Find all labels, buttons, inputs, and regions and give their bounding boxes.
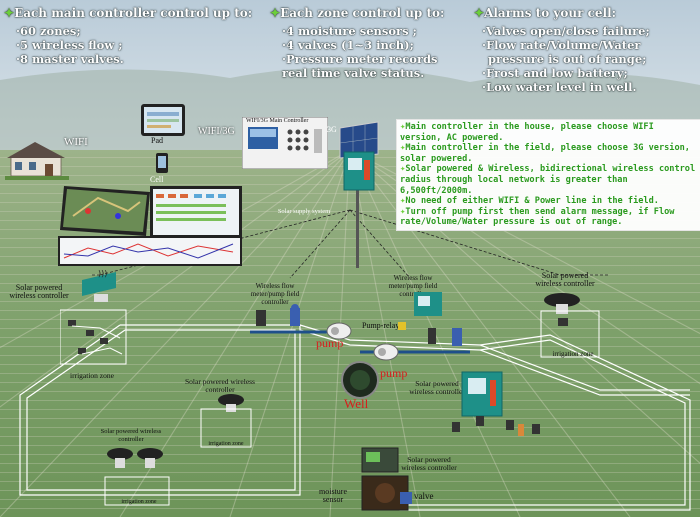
solar-supply-system (339, 121, 379, 268)
note-item: ✦Main controller in the field, please ch… (400, 143, 690, 164)
right-solar-controller (544, 293, 580, 314)
bottom-controller-label: Solar powered wireless controller (401, 455, 457, 472)
cell-label: Cell (150, 175, 164, 184)
note-item: ✦Turn off pump first then send alarm mes… (400, 206, 675, 228)
pump-icon (326, 322, 352, 340)
controller-item: ·60 zones; (16, 24, 81, 38)
tablet-icon (141, 104, 185, 136)
left-solar-controller: ))) (82, 269, 116, 302)
mid-controller-label: Solar powered wireless controller (185, 377, 255, 394)
leaf-icon: ✦ (400, 143, 406, 154)
leaf-icon: ✦ (400, 206, 406, 217)
right-mid-controller (461, 371, 503, 417)
house-icon (5, 142, 69, 180)
pump-icon (373, 343, 399, 361)
zone-item: ·4 moisture sensors ; (282, 24, 417, 38)
leaf-icon: ✦ (4, 6, 15, 20)
3g-label: 3G (327, 125, 337, 134)
zone-item: ·4 valves (1~3 inch); (282, 38, 414, 52)
alarm-item: pressure is out of range; (488, 52, 647, 66)
zone-item: ·Pressure meter records (282, 52, 438, 66)
valve-label: valve (414, 491, 434, 501)
pump-relay-assembly (398, 322, 462, 346)
well-icon (341, 361, 379, 399)
alarm-item: ·Frost and low battery; (482, 66, 628, 80)
alarm-item: ·Flow rate/Volume/Water (482, 38, 641, 52)
bottom-left-controllers (107, 448, 163, 468)
solar-supply-label: Solar supply system (277, 208, 331, 215)
alarms-block: ✦Alarms to your cell: ·Valves open/close… (474, 6, 650, 94)
left-flow-meter (256, 304, 300, 326)
alarm-item: ·Valves open/close failure; (482, 24, 650, 38)
leaf-icon: ✦ (400, 196, 406, 207)
mid-zone-box (200, 408, 252, 448)
pump-label: pump (380, 366, 408, 380)
alarm-item: ·Low water level in well. (482, 80, 637, 94)
leaf-icon: ✦ (474, 6, 485, 20)
flow-meter-right-label: Wireless flow meter/pump field controlle… (388, 274, 438, 298)
leaf-icon: ✦ (270, 6, 281, 20)
valve-icon (400, 492, 412, 504)
mid-solar-controller (218, 394, 244, 412)
main-controller-label: WIFI/3G Main Controller (246, 118, 309, 124)
laptop-chart-screen (58, 236, 242, 266)
notes-panel: ✦Main controller in the house, please ch… (396, 119, 700, 231)
right-mid-controller-label: Solar powered wireless controller (409, 379, 465, 396)
mid-irrigation-zone-label: irrigation zone (208, 441, 244, 447)
leaf-icon: ✦ (400, 122, 406, 132)
cell-phone-icon (156, 153, 168, 173)
laptop-dashboard-screen (150, 186, 242, 240)
moisture-sensor-label: moisture sensor (319, 487, 347, 504)
flow-meter-left-label: Wireless flow meter/pump field controlle… (250, 282, 300, 306)
controller-item: ·8 master valves. (16, 52, 124, 66)
bottom-controller (361, 447, 399, 473)
laptop-map-screen (60, 186, 150, 236)
left-controller-label: Solar powered wireless controller (9, 283, 69, 300)
bottom-left-irrigation-zone-label: irrigation zone (121, 499, 157, 505)
right-mid-valves (452, 416, 540, 436)
left-irrigation-zone-label: irrigation zone (70, 371, 114, 380)
left-zone-valves (60, 309, 127, 365)
right-controller-label: Solar powered wireless controller (535, 271, 595, 288)
zone-item: real time valve status. (282, 66, 425, 80)
zone-capacity-title: Each zone control up to: (280, 6, 445, 20)
wifi-3g-label: WIFI/3G (198, 126, 235, 137)
pump-relay-label: Pump-relay (362, 321, 400, 330)
bottom-left-controller-label: Solar powered wireless controller (100, 428, 162, 443)
controller-capacity-title: Each main controller control up to: (14, 6, 253, 20)
wifi-label: WIFI (64, 136, 88, 148)
right-flow-controller (414, 292, 442, 316)
controller-item: ·5 wireless flow ; (16, 38, 123, 52)
main-controller-device (242, 117, 328, 169)
controller-capacity-block: ✦Each main controller control up to: ·60… (4, 6, 252, 66)
svg-text:))): ))) (98, 269, 107, 278)
right-irrigation-zone-label: irrigation zone (552, 350, 594, 358)
note-item: ✦No need of either WIFI & Power line in … (400, 196, 659, 207)
bottom-left-zone-box (104, 476, 170, 506)
zone-capacity-block: ✦Each zone control up to: ·4 moisture se… (270, 6, 444, 80)
note-item: ✦Solar powered & Wireless, bidirectional… (400, 164, 696, 196)
note-item: ✦Main controller in the house, please ch… (400, 122, 654, 143)
alarms-title: Alarms to your cell: (484, 6, 617, 20)
right-zone-box (540, 310, 600, 358)
pad-label: Pad (151, 136, 163, 145)
leaf-icon: ✦ (400, 164, 406, 175)
well-label: Well (344, 396, 369, 411)
pump-label: pump (316, 336, 344, 350)
